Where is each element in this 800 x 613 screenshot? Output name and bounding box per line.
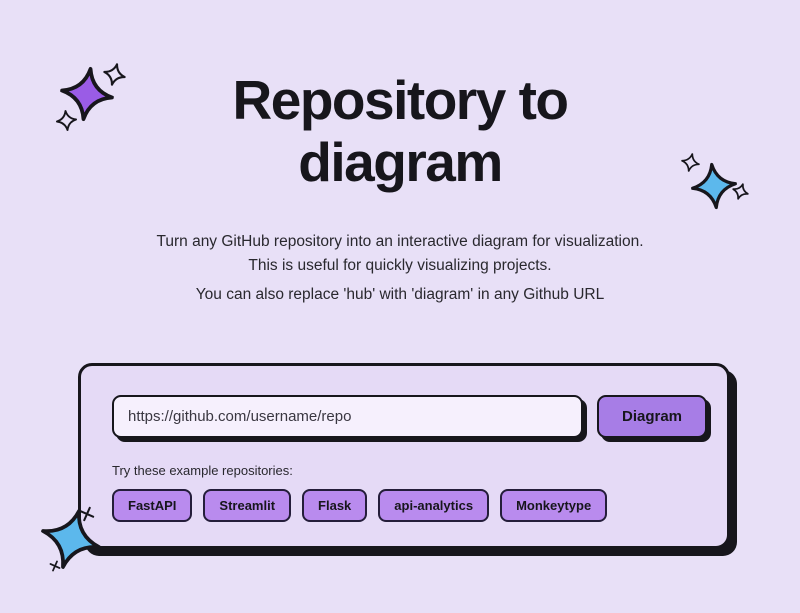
diagram-button[interactable]: Diagram	[597, 394, 707, 438]
sparkle-blue-icon	[690, 162, 738, 209]
sparkle-outline-icon	[681, 152, 700, 172]
plus-sparkle-icon	[49, 560, 61, 572]
url-input-row: Diagram	[112, 394, 709, 438]
url-hint: You can also replace 'hub' with 'diagram…	[195, 285, 605, 303]
page-title-line-2: diagram	[298, 130, 503, 193]
sparkle-outline-icon	[732, 183, 749, 200]
examples-label: Try these example repositories:	[112, 462, 293, 478]
plus-sparkle-icon	[79, 506, 95, 522]
sparkle-outline-icon	[55, 109, 78, 131]
page: Repository to diagram Turn any GitHub re…	[0, 37, 800, 613]
subtitle-line-1: Turn any GitHub repository into an inter…	[156, 232, 644, 250]
sparkle-blue-icon	[41, 508, 101, 569]
examples-row: FastAPI Streamlit Flask api-analytics Mo…	[112, 488, 709, 522]
example-button-api-analytics[interactable]: api-analytics	[378, 488, 490, 522]
subtitle: Turn any GitHub repository into an inter…	[0, 230, 800, 278]
page-title: Repository to diagram	[0, 37, 800, 193]
repo-form-card: Diagram Try these example repositories: …	[78, 362, 730, 549]
example-button-flask[interactable]: Flask	[302, 488, 368, 522]
example-button-fastapi[interactable]: FastAPI	[112, 488, 193, 522]
repo-url-input[interactable]	[112, 394, 583, 438]
subtitle-line-2: This is useful for quickly visualizing p…	[248, 256, 552, 274]
example-button-monkeytype[interactable]: Monkeytype	[500, 488, 608, 522]
sparkle-purple-icon	[59, 66, 115, 121]
example-button-streamlit[interactable]: Streamlit	[203, 488, 292, 522]
page-title-line-1: Repository to	[232, 68, 569, 131]
sparkle-outline-icon	[103, 63, 126, 86]
